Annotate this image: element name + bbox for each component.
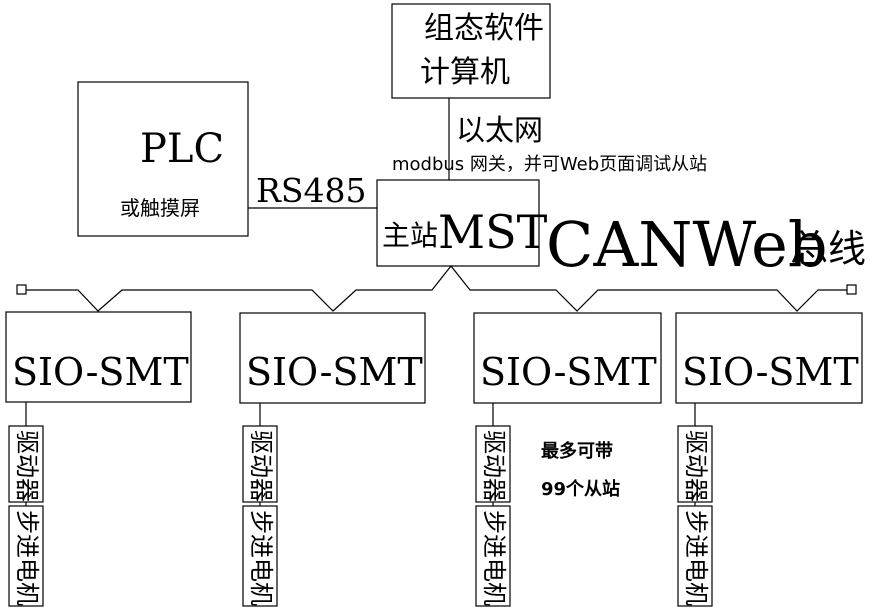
- max-slaves-note-line1: 最多可带: [541, 440, 613, 462]
- slave-label: SIO-SMT: [246, 350, 423, 394]
- drive-stack-4: 驱动器 步进电机: [677, 403, 713, 607]
- modbus-gateway-note: modbus 网关，并可Web页面调试从站: [392, 154, 707, 175]
- computer-label-line1: 组态软件: [424, 11, 544, 46]
- motor-label: 步进电机: [13, 510, 41, 606]
- driver-box: [242, 425, 278, 503]
- drive-stack-2: 驱动器 步进电机: [242, 403, 278, 607]
- motor-box: [677, 505, 713, 607]
- plc-label: PLC: [140, 126, 224, 172]
- driver-label: 驱动器: [247, 430, 275, 502]
- can-bus-line: [16, 265, 857, 312]
- bus-terminator-left: [16, 284, 27, 295]
- drive-stack-3: 驱动器 步进电机: [475, 403, 511, 607]
- driver-label: 驱动器: [480, 430, 508, 502]
- plc-sublabel: 或触摸屏: [120, 196, 200, 220]
- master-name-label: MST: [438, 205, 548, 259]
- bus-label-main: CANWeb: [546, 208, 828, 281]
- driver-label: 驱动器: [13, 430, 41, 502]
- driver-box: [475, 425, 511, 503]
- computer-node: 组态软件 计算机: [391, 3, 551, 99]
- driver-label: 驱动器: [682, 430, 710, 502]
- slave-node-4: SIO-SMT: [675, 312, 863, 404]
- driver-box: [8, 425, 44, 503]
- rs485-label: RS485: [256, 171, 366, 210]
- driver-box: [677, 425, 713, 503]
- slave-node-3: SIO-SMT: [473, 312, 662, 404]
- plc-node: PLC 或触摸屏: [77, 81, 249, 237]
- motor-box: [475, 505, 511, 607]
- drive-stack-1: 驱动器 步进电机: [8, 402, 44, 607]
- master-node: 主站 MST: [376, 179, 548, 267]
- motor-box: [8, 505, 44, 607]
- slave-node-2: SIO-SMT: [239, 312, 426, 404]
- slave-label: SIO-SMT: [480, 350, 657, 394]
- bus-label-suffix: 总线: [790, 227, 866, 271]
- max-slaves-note-line2: 99个从站: [541, 478, 620, 500]
- motor-label: 步进电机: [480, 510, 508, 606]
- motor-label: 步进电机: [247, 510, 275, 606]
- slave-label: SIO-SMT: [12, 350, 189, 394]
- computer-label-line2: 计算机: [420, 55, 510, 90]
- slave-label: SIO-SMT: [682, 350, 859, 394]
- ethernet-label: 以太网: [456, 113, 543, 147]
- motor-label: 步进电机: [682, 510, 710, 606]
- master-prefix-label: 主站: [382, 219, 438, 252]
- bus-terminator-right: [846, 284, 857, 295]
- slave-node-1: SIO-SMT: [5, 311, 192, 403]
- motor-box: [242, 505, 278, 607]
